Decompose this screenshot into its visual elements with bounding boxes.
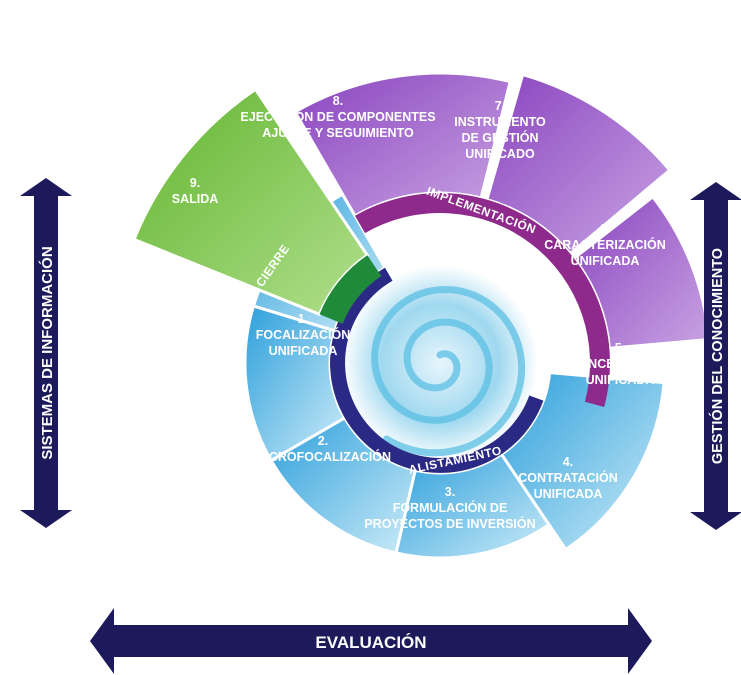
segment-6-label: 6.CARACTERIZACIÓN UNIFICADA [544, 222, 666, 268]
right-arrow-label: GESTIÓN DEL CONOCIMIENTO [708, 248, 726, 464]
segment-5-line-0: 5. [615, 341, 625, 355]
segment-6-line-0: 6. [600, 222, 610, 236]
arc-cierre [319, 255, 382, 324]
segment-3-line-0: 3. [445, 485, 455, 499]
segment-1-line-2: UNIFICADA [269, 344, 338, 358]
bottom-arrow: EVALUACIÓN [90, 608, 652, 674]
segment-9-line-1: SALIDA [172, 192, 219, 206]
left-arrow-shape [20, 178, 72, 528]
segment-6-line-1: CARACTERIZACIÓN [544, 237, 666, 252]
segment-7-line-1: INSTRUMENTO [454, 115, 546, 129]
right-arrow-shape [690, 182, 741, 530]
left-arrow: SISTEMAS DE INFORMACIÓN [20, 178, 72, 528]
segment-2-label: 2.MICROFOCALIZACIÓN [255, 434, 391, 464]
center-swirl [342, 265, 538, 461]
segment-2-line-0: 2. [318, 434, 328, 448]
segment-1-label: 1.FOCALIZACIÓN UNIFICADA [256, 312, 350, 358]
segment-9-line-0: 9. [190, 176, 200, 190]
segment-2-line-1: MICROFOCALIZACIÓN [255, 449, 391, 464]
right-arrow: GESTIÓN DEL CONOCIMIENTO [690, 182, 741, 530]
bottom-arrow-label: EVALUACIÓN [315, 633, 426, 652]
bottom-arrow-shape [90, 608, 652, 674]
segment-8-line-2: AJUSTE Y SEGUIMIENTO [262, 126, 414, 140]
segment-8-line-0: 8. [333, 94, 343, 108]
segment-3-line-1: FORMULACIÓN DE [393, 500, 508, 515]
segment-1-line-1: FOCALIZACIÓN [256, 327, 350, 342]
segment-4 [394, 452, 552, 560]
segment-5-line-2: UNIFICADA [586, 373, 655, 387]
segment-8-line-1: EJECUCIÓN DE COMPONENTES [240, 109, 435, 124]
segment-4-label: 4.CONTRATACIÓN UNIFICADA [518, 455, 618, 501]
segment-2 [243, 304, 347, 463]
arc-implementacion [355, 193, 610, 407]
segments-layer [132, 71, 711, 560]
segment-8-label: 8.EJECUCIÓN DE COMPONENTES AJUSTE Y SEGUI… [240, 94, 435, 140]
segment-9-label: 9. SALIDA [172, 176, 219, 206]
segment-6-line-2: UNIFICADA [571, 254, 640, 268]
segment-3-line-2: PROYECTOS DE INVERSIÓN [364, 516, 535, 531]
segment-1-line-0: 1. [298, 312, 308, 326]
segment-7-line-0: 7. [495, 99, 505, 113]
segment-3 [269, 415, 418, 555]
segment-labels: 1.FOCALIZACIÓN UNIFICADA 2.MICROFOCALIZACI… [172, 94, 671, 531]
left-arrow-label: SISTEMAS DE INFORMACIÓN [38, 246, 56, 459]
swirl-spiral [371, 285, 526, 457]
segment-4-line-0: 4. [563, 455, 573, 469]
segment-4-line-1: CONTRATACIÓN [518, 470, 618, 485]
segment-5-label: 5.CONCERTACIÓN UNIFICADA [569, 341, 670, 387]
segment-7-line-3: UNIFICADO [465, 147, 535, 161]
segment-7-line-2: DE GESTIÓN [461, 130, 538, 145]
segment-5-line-1: CONCERTACIÓN [569, 356, 670, 371]
segment-4-line-2: UNIFICADA [534, 487, 603, 501]
